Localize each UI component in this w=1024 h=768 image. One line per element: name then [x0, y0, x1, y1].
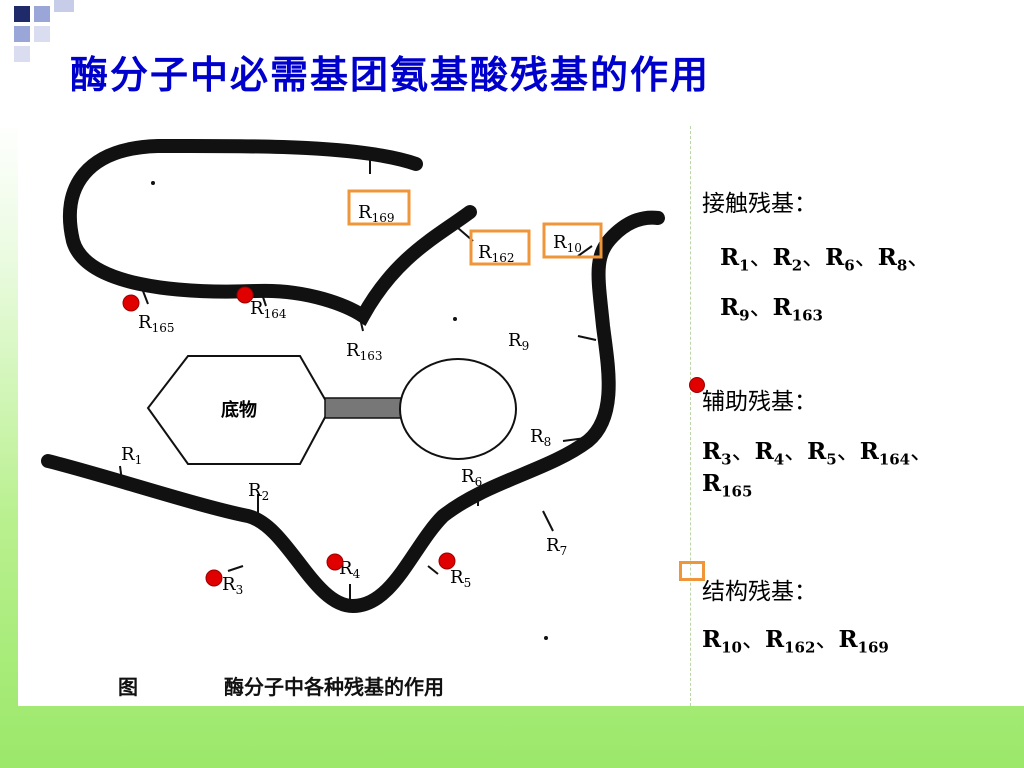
slide-title: 酶分子中必需基团氨基酸残基的作用 [70, 52, 711, 97]
residue-label-r163: R163 [346, 340, 382, 363]
residue-label-r7: R7 [546, 535, 567, 558]
substrate-label: 底物 [221, 399, 257, 421]
residue-term: R5 [807, 438, 837, 469]
caption-prefix: 图 [118, 675, 138, 699]
residue-term: R169 [838, 626, 889, 657]
contact-line1: R1、R2、R6、R8、 [720, 238, 930, 275]
r162-box-marker [469, 229, 531, 266]
residue-term: R3 [702, 438, 732, 469]
upper-chain [62, 138, 477, 327]
residue-term: R9 [720, 294, 750, 325]
residue-label-r164: R164 [250, 298, 287, 321]
residue-term: R6 [825, 244, 855, 275]
marker-layer [122, 189, 603, 587]
residue-label-r10: R10 [553, 232, 582, 255]
residue-term: R2 [772, 244, 803, 275]
figure-caption: 图 酶分子中各种残基的作用 [118, 671, 444, 700]
r10-box-marker [542, 222, 603, 259]
r164-dot-marker [236, 286, 254, 304]
separator: 、 [802, 245, 826, 271]
substrate-linker [324, 397, 402, 419]
residue-label-r5: R5 [450, 567, 471, 590]
separator: 、 [854, 245, 878, 271]
separator: 、 [836, 439, 860, 465]
substrate-hexagon [146, 355, 332, 465]
residue-ticks [119, 154, 597, 604]
contact-heading: 接触残基： [702, 191, 817, 217]
auxiliary-line1: R3、R4、R5、R164、 [702, 432, 933, 469]
auxiliary-heading: 辅助残基： [702, 389, 817, 415]
residue-label-r8: R8 [530, 426, 551, 449]
r165-dot-marker [122, 294, 140, 312]
residue-term: R8 [877, 244, 908, 275]
auxiliary-line2: R165 [702, 470, 752, 501]
residue-label-r169: R169 [358, 202, 394, 225]
r169-box-marker [347, 189, 411, 226]
residue-label-r1: R1 [121, 444, 142, 467]
separator: 、 [749, 295, 773, 321]
residue-label-r165: R165 [138, 312, 174, 335]
residue-term: R4 [754, 438, 785, 469]
separator: 、 [749, 245, 773, 271]
separator: 、 [784, 439, 808, 465]
separator: 、 [742, 627, 765, 653]
r5-dot-marker [438, 552, 456, 570]
residue-label-r9: R9 [508, 330, 529, 353]
residue-label-r6: R6 [461, 466, 482, 489]
residue-label-r3: R3 [222, 574, 243, 597]
residue-term: R10 [702, 626, 742, 657]
residue-term: R1 [720, 244, 750, 275]
contact-line2: R9、R163 [720, 288, 823, 325]
structural-box-marker [679, 561, 705, 581]
separator: 、 [907, 245, 931, 271]
separator: 、 [815, 627, 839, 653]
lower-chain [41, 210, 665, 614]
auxiliary-dot-marker [689, 377, 705, 393]
structural-line1: R10、R162、R169 [702, 620, 889, 657]
residue-term: R164 [859, 438, 911, 469]
residue-term: R165 [702, 470, 753, 501]
panel-divider [690, 126, 691, 706]
residue-label-r162: R162 [478, 242, 514, 265]
residue-term: R163 [772, 294, 823, 325]
caption-text: 酶分子中各种残基的作用 [224, 675, 444, 699]
separator: 、 [731, 439, 755, 465]
separator: 、 [910, 439, 934, 465]
structural-heading: 结构残基： [702, 579, 817, 605]
residue-label-r2: R2 [248, 480, 269, 503]
residue-term: R162 [765, 626, 816, 657]
r3-dot-marker [205, 569, 223, 587]
substrate-ring [399, 358, 517, 460]
r4-dot-marker [326, 553, 344, 571]
